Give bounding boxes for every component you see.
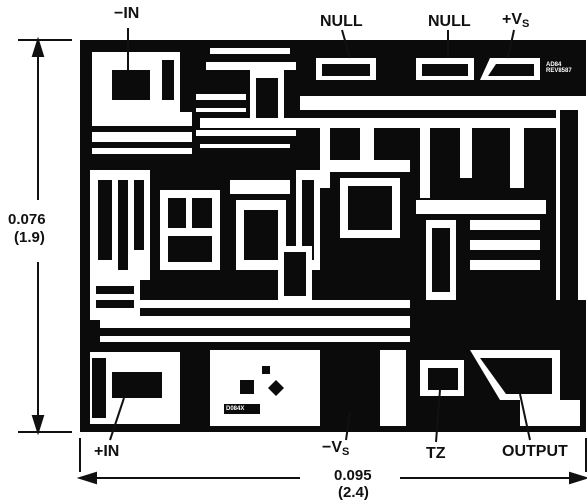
pin-label-null-2: NULL [428, 13, 471, 30]
height-dimension-inches: 0.076 [8, 211, 46, 228]
pin-label-null-1: NULL [320, 13, 363, 30]
width-dimension-inches: 0.095 [334, 467, 372, 484]
pin-label-neg-vs-subscript: S [342, 446, 350, 458]
width-dimension-line [76, 438, 587, 485]
height-dimension-line [18, 36, 72, 436]
pin-label-pos-in: +IN [94, 443, 120, 460]
pin-label-neg-vs: −VS [322, 439, 350, 459]
height-dimension-mm: (1.9) [14, 229, 45, 246]
pin-label-tz: TZ [426, 445, 446, 462]
width-dimension-mm: (2.4) [338, 484, 369, 501]
die-marking-top-right: AD84 REV8587 [546, 62, 572, 74]
die-body [80, 40, 586, 432]
pin-label-pos-vs: +VS [502, 11, 530, 31]
pin-label-pos-vs-subscript: S [522, 18, 530, 30]
pin-label-output: OUTPUT [502, 443, 568, 460]
pin-label-neg-in: −IN [114, 5, 140, 22]
die-marking-bottom: D084X [226, 406, 245, 412]
pin-leader-lines [109, 28, 531, 443]
